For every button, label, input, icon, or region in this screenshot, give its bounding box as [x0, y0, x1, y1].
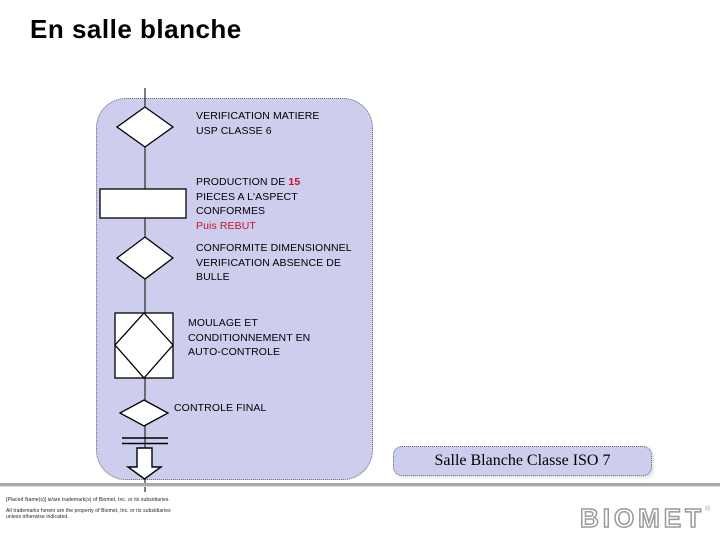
- legal-footer: [Placed Name(s)] is/are trademark(s) of …: [6, 497, 171, 520]
- label-line: CONTROLE FINAL: [174, 402, 267, 414]
- label-line-rebut: Puis REBUT: [196, 219, 256, 232]
- label-controle-final: CONTROLE FINAL: [174, 401, 266, 416]
- label-line-red-count: 15: [288, 176, 301, 188]
- slide-divider-line: [0, 483, 720, 487]
- slide-title: En salle blanche: [30, 14, 242, 44]
- label-line-black: PRODUCTION DE: [196, 176, 289, 188]
- label-line: BULLE: [196, 271, 230, 283]
- label-line: CONFORMES: [196, 205, 266, 217]
- label-line: AUTO-CONTROLE: [188, 346, 281, 358]
- biomet-logo-text: BIOMET: [580, 503, 702, 533]
- label-verification-matiere: VERIFICATION MATIERE USP CLASSE 6: [196, 109, 320, 138]
- label-line: CONFORMITE DIMENSIONNEL: [196, 242, 352, 254]
- label-line: PRODUCTION DE 15: [196, 175, 300, 190]
- biomet-logo: BIOMET ®: [578, 501, 714, 537]
- footer-line: unless otherwise indicated.: [6, 514, 69, 520]
- iso-class-badge: Salle Blanche Classe ISO 7: [393, 446, 652, 476]
- label-line: PIECES A L'ASPECT: [196, 190, 298, 203]
- label-conformite: CONFORMITE DIMENSIONNEL VERIFICATION ABS…: [196, 241, 352, 285]
- label-line: MOULAGE ET: [188, 317, 258, 329]
- label-line: CONDITIONNEMENT EN: [188, 331, 311, 344]
- footer-trademark-line: [Placed Name(s)] is/are trademark(s) of …: [6, 497, 171, 503]
- footer-line: All trademarks herein are the property o…: [6, 508, 171, 514]
- label-production: PRODUCTION DE 15 PIECES A L'ASPECT CONFO…: [196, 175, 300, 233]
- label-moulage: MOULAGE ET CONDITIONNEMENT EN AUTO-CONTR…: [188, 316, 310, 360]
- iso-class-label: Salle Blanche Classe ISO 7: [434, 452, 611, 469]
- label-line: USP CLASSE 6: [196, 124, 272, 137]
- label-line: VERIFICATION ABSENCE DE: [196, 256, 342, 269]
- registered-trademark-icon: ®: [705, 505, 711, 513]
- label-line: VERIFICATION MATIERE: [196, 110, 320, 122]
- footer-disclaimer: All trademarks herein are the property o…: [6, 508, 171, 520]
- clean-room-container: [96, 98, 373, 480]
